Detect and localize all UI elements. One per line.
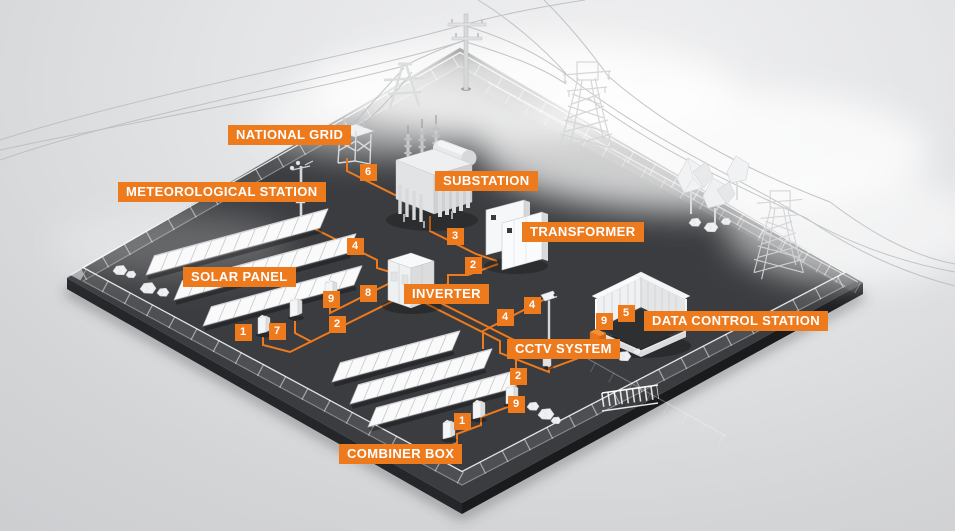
national-grid-gantry — [335, 114, 375, 165]
trees — [676, 155, 750, 228]
transmission-tower-2 — [753, 190, 804, 280]
transmission-tower-1 — [559, 61, 613, 156]
rocks — [112, 217, 732, 425]
inverter-3d — [382, 252, 442, 314]
utility-pole — [447, 13, 487, 91]
a-frame-pole — [383, 62, 425, 109]
gate — [601, 384, 659, 412]
